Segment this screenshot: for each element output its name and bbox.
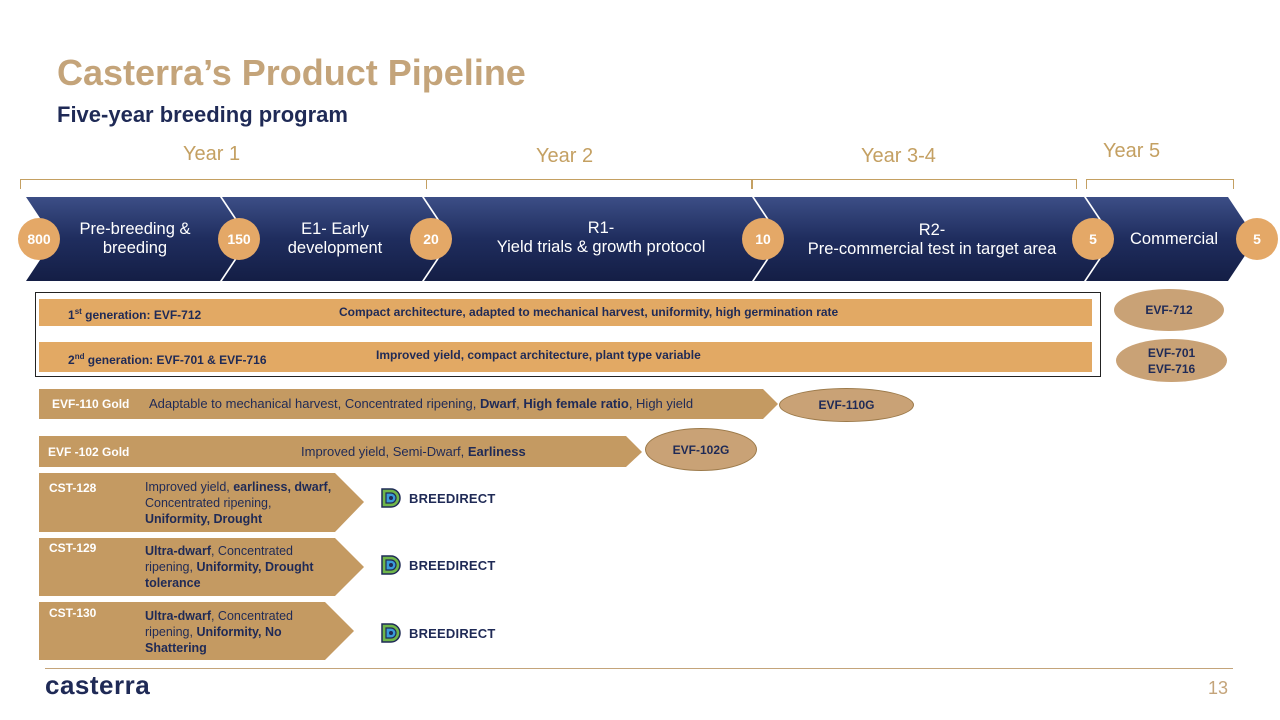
year-label-5: Year 5 [1103, 140, 1161, 162]
stage-label-e1: E1- Early development [287, 220, 383, 257]
stage-chevron-1 [26, 197, 248, 281]
gold-variety-label-evf-110: EVF-110 Gold [52, 397, 130, 411]
cst-description-129: Ultra-dwarf, Concentrated ripening, Unif… [145, 544, 314, 590]
count-circle-1: 800 [18, 218, 60, 260]
footer-divider [45, 668, 1233, 669]
year-2-bracket [426, 179, 752, 189]
cst-arrow-129 [39, 538, 364, 596]
count-circle-5: 5 [1072, 218, 1114, 260]
breedirect-logo-icon [381, 488, 401, 508]
generation-2-label: 2nd generation: EVF-701 & EVF-716 [68, 352, 267, 367]
generation-bar-2 [39, 342, 1092, 372]
brand-logo: casterra [45, 670, 151, 700]
partner-name: BREEDIRECT [409, 557, 496, 573]
partner-name: BREEDIRECT [409, 490, 496, 506]
page-subtitle: Five-year breeding program [57, 102, 348, 127]
count-circle-3: 20 [410, 218, 452, 260]
page-title: Casterra’s Product Pipeline [57, 52, 526, 93]
gold-variety-label-evf-102: EVF -102 Gold [48, 445, 130, 459]
cst-arrow-128 [39, 473, 364, 532]
partner-name: BREEDIRECT [409, 625, 496, 641]
year-label-2: Year 2 [536, 145, 594, 167]
cst-arrow-130 [39, 602, 354, 660]
result-oval-evf-102g: EVF-102G [645, 428, 757, 471]
gold-arrow-evf-102 [39, 436, 642, 467]
result-oval-evf-110g: EVF-110G [779, 388, 914, 422]
stage-chevron-3 [424, 197, 780, 281]
generation-group-box [35, 292, 1101, 377]
page-number: 13 [1208, 678, 1229, 698]
stage-chevron-4 [754, 197, 1112, 281]
cst-description-130: Ultra-dwarf, Concentrated ripening, Unif… [145, 609, 293, 655]
breedirect-logo-icon [381, 555, 401, 575]
gold-arrow-evf-110 [39, 389, 778, 419]
gold-variety-description-evf-102: Improved yield, Semi-Dwarf, Earliness [301, 444, 526, 459]
generation-1-label: 1st generation: EVF-712 [68, 307, 202, 322]
cst-label-129: CST-129 [49, 541, 97, 555]
year-3-4-bracket [752, 179, 1077, 189]
stage-label-r2: R2- Pre-commercial test in target area [807, 221, 1057, 258]
result-oval-evf-712: EVF-712 [1114, 289, 1224, 331]
count-circle-4: 10 [742, 218, 784, 260]
partner-logo-cst-128: BREEDIRECT [379, 486, 496, 510]
generation-bar-1 [39, 299, 1092, 326]
partner-logo-cst-130: BREEDIRECT [379, 621, 496, 645]
count-circle-2: 150 [218, 218, 260, 260]
stage-chevrons [26, 197, 1256, 281]
generation-2-description: Improved yield, compact architecture, pl… [376, 348, 701, 362]
year-label-1: Year 1 [183, 143, 241, 165]
result-oval-evf-701-716: EVF-701 EVF-716 [1116, 339, 1227, 382]
gold-variety-description-evf-110: Adaptable to mechanical harvest, Concent… [149, 396, 694, 411]
stage-label-r1: R1- Yield trials & growth protocol [496, 219, 706, 256]
stage-chevron-2 [222, 197, 450, 281]
cst-label-130: CST-130 [49, 606, 97, 620]
stage-label-pre-breeding: Pre-breeding & breeding [79, 220, 191, 257]
breedirect-logo-icon [381, 623, 401, 643]
year-label-3-4: Year 3-4 [861, 145, 936, 167]
stage-label-commercial: Commercial [1129, 229, 1218, 248]
cst-description-128: Improved yield, earliness, dwarf, Concen… [145, 480, 332, 526]
count-circle-6: 5 [1236, 218, 1278, 260]
partner-logo-cst-129: BREEDIRECT [379, 553, 496, 577]
generation-1-description: Compact architecture, adapted to mechani… [339, 305, 839, 319]
cst-label-128: CST-128 [49, 481, 97, 495]
stage-chevron-5 [1086, 197, 1256, 281]
year-5-bracket [1086, 179, 1234, 189]
